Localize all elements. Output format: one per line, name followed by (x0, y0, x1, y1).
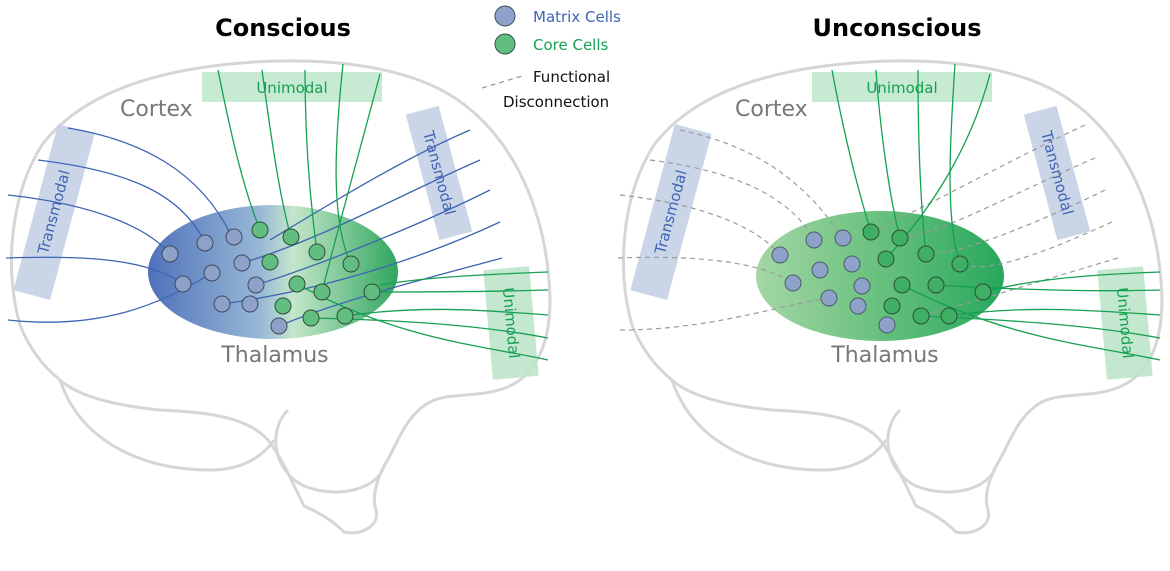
thalamus-label: Thalamus (830, 343, 938, 368)
brain-outline (621, 59, 1164, 535)
legend-item-disconnection: Functional Disconnection (481, 68, 610, 111)
legend-core-label: Core Cells (533, 36, 609, 54)
unimodal-top-label: Unimodal (256, 79, 327, 97)
core-cells (862, 223, 992, 325)
brain-outline (9, 59, 552, 535)
unimodal-top-box (812, 72, 992, 102)
unimodal-top-label: Unimodal (866, 79, 937, 97)
unimodal-right-box (483, 266, 539, 380)
matrix-projections (5, 127, 503, 327)
legend-item-core: Core Cells (494, 33, 609, 55)
unimodal-right-box (1097, 266, 1153, 380)
unimodal-top-box (202, 72, 382, 102)
panel-title: Conscious (215, 14, 351, 42)
conscious-panel: Conscious (5, 14, 552, 535)
transmodal-left-box (13, 124, 95, 300)
legend-disconnection-label-1: Functional (533, 68, 610, 86)
unconscious-panel: Unconscious (617, 14, 1164, 535)
legend-item-matrix: Matrix Cells (494, 5, 621, 27)
matrix-cells (771, 229, 896, 334)
transmodal-right-box (1023, 105, 1091, 241)
legend-matrix-label: Matrix Cells (533, 8, 621, 26)
transmodal-left-box (630, 124, 712, 300)
cortex-label: Cortex (735, 97, 808, 122)
core-cells (251, 221, 381, 327)
cortex-label: Cortex (120, 97, 193, 122)
legend: Matrix Cells Core Cells Functional Disco… (481, 5, 621, 111)
legend-disconnection-label-2: Disconnection (503, 93, 609, 111)
dashed-line-icon (481, 75, 523, 89)
panel-title: Unconscious (813, 14, 982, 42)
core-cell-icon (494, 33, 516, 55)
thalamus-label: Thalamus (220, 343, 328, 368)
matrix-cells (161, 228, 288, 335)
matrix-cell-icon (494, 5, 516, 27)
disconnected-projections (617, 124, 1119, 331)
